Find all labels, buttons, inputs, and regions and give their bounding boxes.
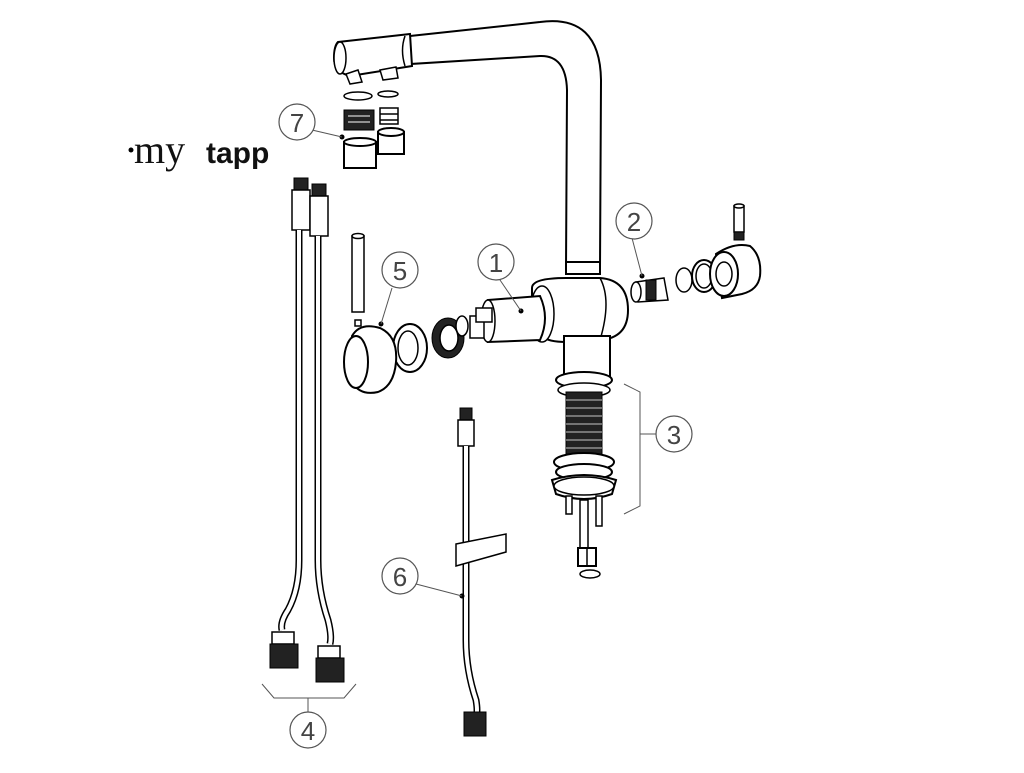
callout-2-label: 2 [627,207,641,237]
callout-6-label: 6 [393,562,407,592]
callout-1-label: 1 [489,248,503,278]
brand-logo: my tapp [128,127,269,172]
callout-3: 3 [655,415,693,453]
callout-1: 1 [477,243,522,312]
callout-3-label: 3 [667,420,681,450]
callout-4: 4 [289,711,327,749]
part-handle [343,232,469,394]
part-cartridge [469,294,546,344]
part-aerator [339,90,405,169]
part-mounting-kit [550,371,656,579]
part-outlet-hose [455,407,507,737]
logo-dot-icon [128,147,134,153]
callout-7: 7 [278,103,343,141]
callout-6: 6 [381,557,463,597]
part-supply-hoses [261,177,357,712]
brand-suffix: tapp [206,137,269,170]
callout-5-label: 5 [393,256,407,286]
callout-4-label: 4 [301,716,315,746]
callout-7-label: 7 [290,108,304,138]
part-diverter [630,203,762,303]
callout-5: 5 [380,251,419,325]
faucet-spout [332,20,603,275]
callout-2: 2 [615,202,653,277]
brand-prefix: my [134,127,185,172]
